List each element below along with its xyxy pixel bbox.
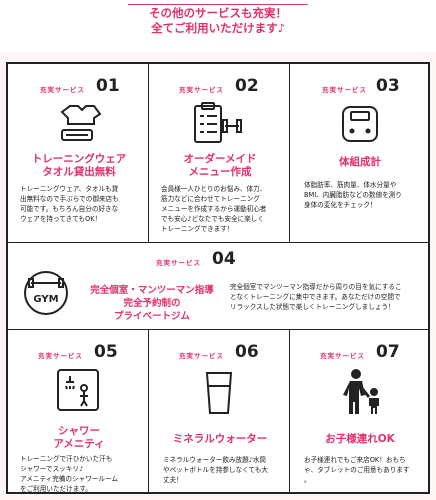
service-tag: 充実サービス <box>40 86 85 94</box>
gym-icon-text: GYM <box>33 294 58 305</box>
service-title-line-1: 体組成計 <box>339 156 381 168</box>
service-desc-line: トレーニングウェア、タオルも貸 <box>20 185 119 193</box>
header: その他のサービスも充実！ 全てご利用いただけます♪ <box>0 0 436 52</box>
service-desc-line: 筋力などに合わせてトレーニング <box>161 195 260 203</box>
service-title-line-2: アメニティ <box>53 438 105 450</box>
service-title-line-2: メニュー作成 <box>188 166 252 178</box>
service-desc-line: トレーニングできます！ <box>161 225 234 233</box>
service-desc-line: やペットボトルを持参しなくても大 <box>163 466 268 474</box>
service-number: 04 <box>212 249 236 269</box>
service-desc-line: トレーニングで汗ひかいた汗も <box>20 455 113 463</box>
service-number: 05 <box>94 342 118 362</box>
service-desc-line: 体脂肪率、筋肉量、体水分量や <box>304 181 397 189</box>
service-number: 07 <box>376 342 400 362</box>
service-title-line-2: 完全予約制の <box>123 298 181 309</box>
service-desc-line: アメニティ完備のシャワールーム <box>20 475 118 483</box>
service-desc-line: 完全個室でマンツーマン指導だから周りの目を気にするこ <box>230 283 402 291</box>
service-title-line-1: オーダーメイド <box>183 153 257 165</box>
service-desc-line: 身体の変化をチェック！ <box>304 201 377 209</box>
training-wear-icon <box>56 102 104 146</box>
service-number: 06 <box>235 342 259 362</box>
service-number: 01 <box>96 76 120 96</box>
service-title-line-1: 完全個室・マンツーマン指導 <box>90 285 214 296</box>
service-desc-line: リラックスした状態で楽しくトレーニングしましょう！ <box>230 303 395 311</box>
water-glass-icon <box>203 370 235 416</box>
header-rule <box>128 4 308 5</box>
service-desc-line: シャワーでスッキリ♪ <box>20 465 84 473</box>
service-tag: 充実サービス <box>156 259 201 267</box>
service-tag: 充実サービス <box>322 86 367 94</box>
service-desc-line: 丈夫！ <box>163 476 183 484</box>
service-desc-line: となくトレーニングに集中できます。あなただけの空間で <box>230 293 401 301</box>
service-desc-line: ゃ、タブレットのご用意もあります <box>304 466 410 474</box>
service-desc-line: お子様連れでもご来店OK！おもち <box>304 456 406 464</box>
service-desc-line: ウェアを持ってきてもOK！ <box>20 215 102 223</box>
service-desc-line: BMI、内臓脂肪などの数値を測り <box>304 191 402 199</box>
service-tag: 充実サービス <box>179 352 224 360</box>
body-scale-icon <box>340 104 380 144</box>
service-card-05: 充実サービス 05 シャワー アメニティ トレーニングで汗ひかいた汗も シャワー… <box>7 329 149 493</box>
service-tag: 充実サービス <box>320 352 365 360</box>
service-desc-line: でも安心♪どなたでも安全に楽しく <box>161 215 264 223</box>
service-card-06: 充実サービス 06 ミネラルウォーター ミネラルウォーター飲み放題♪水筒 やペッ… <box>148 329 290 493</box>
service-card-07: 充実サービス 07 お子様連れOK お子様連れでもご来店OK！おもち ゃ、タブレ… <box>289 329 429 493</box>
parent-child-icon <box>340 368 384 416</box>
header-line-2: 全てご利用いただけます♪ <box>151 21 285 35</box>
service-desc-line: ミネラルウォーター飲み放題♪水筒 <box>163 456 267 464</box>
service-title-line-3: プライベートジム <box>113 311 190 322</box>
service-desc-line: 。 <box>304 476 311 484</box>
services-panel: 充実サービス 01 トレーニングウェア タオル貸出無料 トレーニングウェア、タオ… <box>6 62 430 494</box>
service-title-line-1: シャワー <box>58 425 100 437</box>
service-card-04: 充実サービス 04 GYM 完全個室・マンツーマン指導 完全予約制の プライベー… <box>7 242 429 330</box>
clipboard-dumbbell-icon <box>191 102 247 146</box>
service-tag: 充実サービス <box>179 86 224 94</box>
service-tag: 充実サービス <box>38 352 83 360</box>
service-title-line-1: ミネラルウォーター <box>172 433 268 445</box>
shower-icon <box>56 368 100 412</box>
gym-dumbbell-icon: GYM <box>22 269 70 317</box>
service-card-02: 充実サービス 02 オーダーメイド メニュー作成 会員様一人ひとりのお悩み、体力… <box>148 63 290 243</box>
service-desc-line: 会員様一人ひとりのお悩み、体力、 <box>161 185 267 193</box>
service-card-03: 充実サービス 03 体組成計 体脂肪率、筋肉量、体水分量や BMI、内臓脂肪など… <box>289 63 429 243</box>
service-desc-line: をご利用いただけます。 <box>20 485 92 493</box>
service-desc-line: 出無料なので手ぶらでの御来店も <box>20 195 119 203</box>
service-title-line-2: タオル貸出無料 <box>42 166 116 178</box>
service-card-01: 充実サービス 01 トレーニングウェア タオル貸出無料 トレーニングウェア、タオ… <box>7 63 149 243</box>
service-number: 02 <box>235 76 259 96</box>
service-number: 03 <box>376 76 400 96</box>
service-title-line-1: トレーニングウェア <box>31 153 127 165</box>
service-desc-line: 可能です。もちろん自分の好きな <box>20 205 119 213</box>
header-line-1: その他のサービスも充実！ <box>149 6 287 20</box>
service-title-line-1: お子様連れOK <box>325 433 395 445</box>
service-desc-line: メニューを作成するから運動初心者 <box>161 205 267 213</box>
